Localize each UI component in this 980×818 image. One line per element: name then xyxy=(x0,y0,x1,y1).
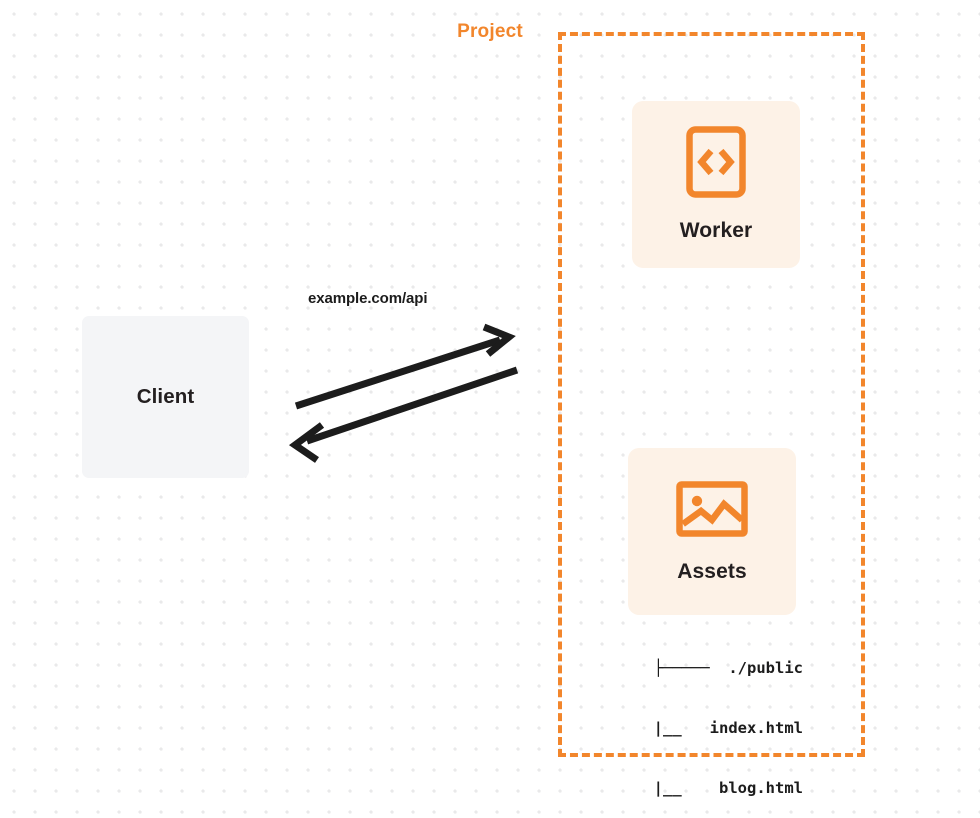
client-node[interactable]: Client xyxy=(82,316,249,478)
image-icon xyxy=(676,479,748,544)
file-tree-line: |__ index.html xyxy=(616,719,803,737)
assets-card[interactable]: Assets xyxy=(628,448,796,615)
code-icon xyxy=(686,126,746,203)
project-title: Project xyxy=(450,21,530,43)
connection-url-label: example.com/api xyxy=(308,290,428,307)
assets-file-tree: ├───── ./public |__ index.html |__ blog.… xyxy=(563,618,803,818)
project-container xyxy=(558,32,865,757)
client-node-label: Client xyxy=(136,385,195,408)
worker-card[interactable]: Worker xyxy=(632,101,800,268)
worker-card-label: Worker xyxy=(679,219,753,242)
file-tree-line: ├───── ./public xyxy=(653,659,803,677)
assets-card-label: Assets xyxy=(677,560,747,583)
request-arrow xyxy=(294,323,516,410)
file-tree-line: |__ blog.html xyxy=(616,779,803,797)
response-arrow xyxy=(288,366,519,463)
